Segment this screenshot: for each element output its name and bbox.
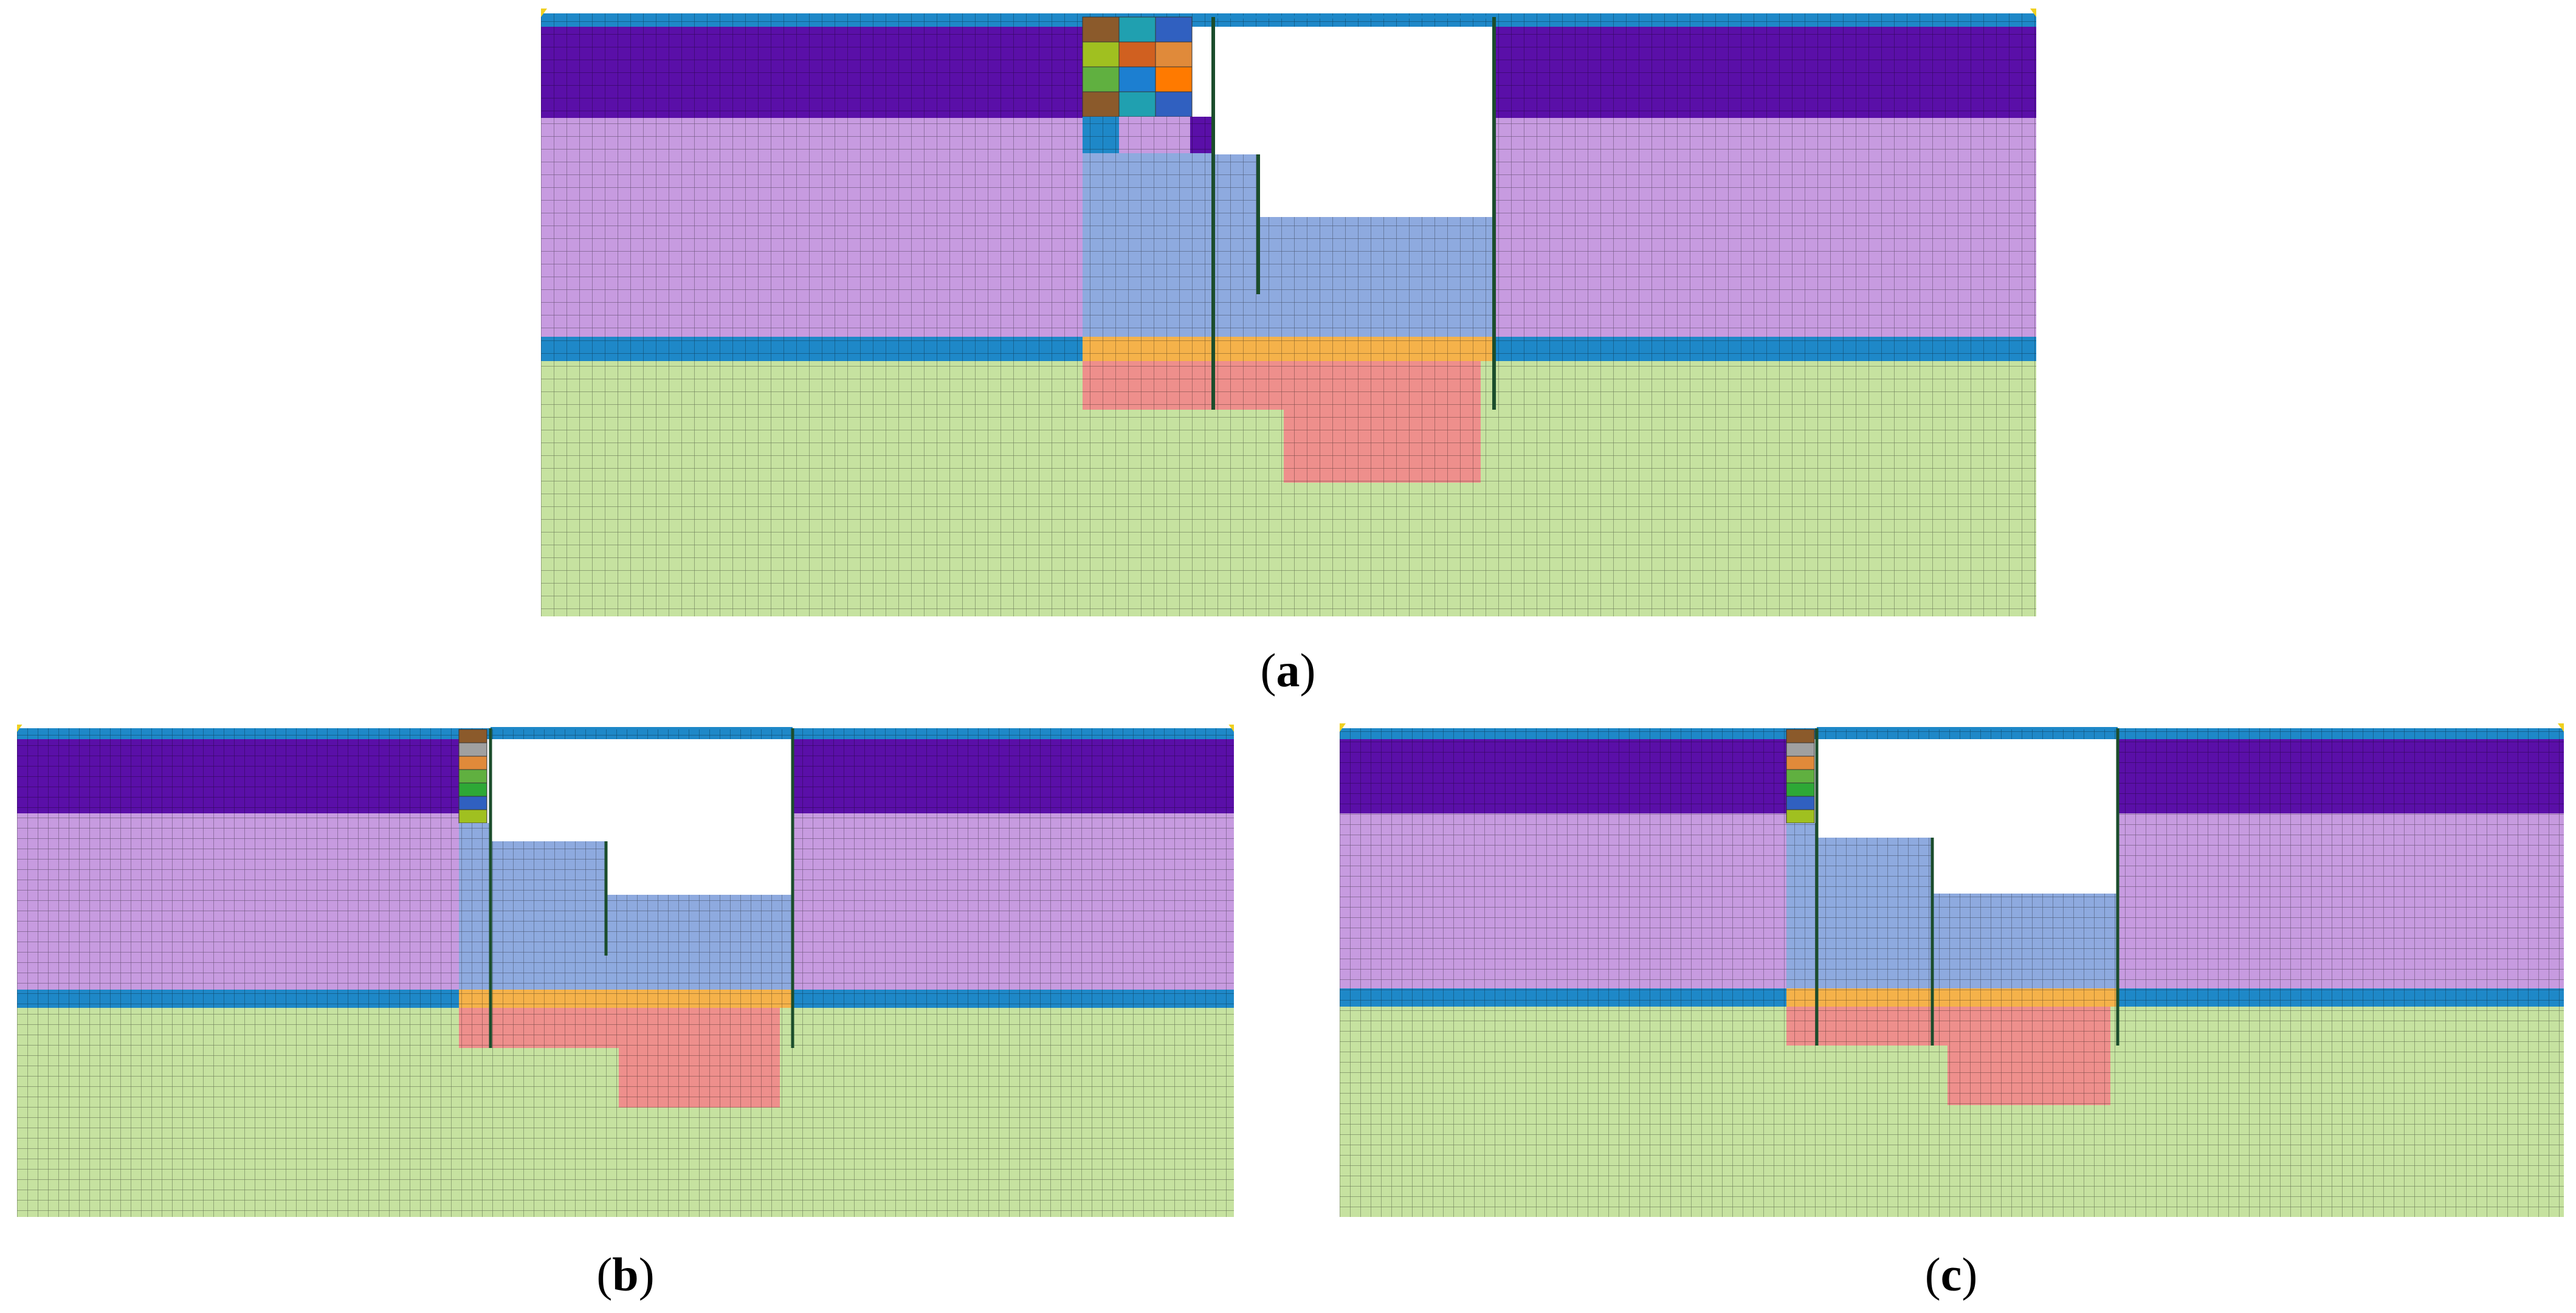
salmon-zone-left (1786, 1007, 1817, 1046)
mesh-diagram-a (541, 9, 2036, 616)
caption-b: (b) (596, 1248, 655, 1301)
cell-block (458, 809, 487, 824)
cell-block (458, 756, 487, 770)
layer-dark-purple-right (2118, 739, 2564, 813)
caption-a: (a) (1260, 644, 1316, 697)
cell-block (1155, 66, 1193, 92)
layer-green (1340, 1007, 2564, 1217)
cell-block (458, 769, 487, 784)
cell-block (1786, 769, 1815, 784)
caption-c: (c) (1924, 1248, 1978, 1301)
retaining-wall-left (1211, 17, 1215, 410)
berm-column (459, 823, 491, 990)
layer-dark-purple-right (793, 739, 1234, 813)
inner-wall (1256, 154, 1260, 294)
cell-block (1155, 41, 1193, 67)
retaining-wall-right (791, 728, 794, 1048)
cell-block (1118, 16, 1156, 43)
layer-top-strip (1340, 728, 2564, 739)
panel-b (17, 725, 1234, 1217)
cell-block (1155, 91, 1193, 117)
cell-block (1118, 91, 1156, 117)
salmon-zone-main (1213, 361, 1481, 483)
layer-sand-right (2118, 988, 2564, 1007)
cell-block (1786, 809, 1815, 824)
mesh-diagram-c (1340, 723, 2564, 1217)
cell-block (1118, 41, 1156, 67)
inner-wall (604, 841, 608, 956)
support-marker (1228, 725, 1234, 732)
berm-step (1213, 154, 1257, 337)
layer-light-purple-left (541, 118, 1083, 337)
cell-block (1082, 41, 1120, 67)
layer-sand-left (541, 337, 1083, 361)
cell-block (458, 742, 487, 757)
improved-layer-orange (459, 990, 793, 1008)
layer-light-purple-right (1494, 118, 2036, 337)
panel-c (1340, 721, 2564, 1217)
cell-block (1786, 796, 1815, 810)
layer-dark-purple-left (17, 739, 459, 813)
cell-block (1786, 742, 1815, 757)
cell-block (1082, 16, 1120, 43)
mesh-diagram-b (17, 725, 1234, 1217)
layer-light-purple-right (2118, 813, 2564, 988)
layer-sand-right (1494, 337, 2036, 361)
layer-top-strip (17, 728, 1234, 739)
excavation-floor-soil (1932, 894, 2118, 988)
layer-dark-purple-right (1494, 27, 2036, 118)
cell-block (1786, 729, 1815, 743)
retaining-wall-left (1815, 728, 1819, 1046)
support-marker (17, 725, 22, 732)
cell-block (458, 796, 487, 810)
layer-sand-right (793, 990, 1234, 1008)
retaining-wall-right (2116, 728, 2120, 1046)
support-marker (541, 9, 547, 17)
berm-step (491, 841, 606, 990)
layer-dark-purple-left (1340, 739, 1786, 813)
excavation-floor-soil (606, 895, 793, 990)
salmon-zone-between (1817, 1007, 1932, 1046)
cell-block (1155, 16, 1193, 43)
cell-block (1786, 782, 1815, 797)
salmon-zone-left (1083, 361, 1213, 410)
panel-a (541, 9, 2036, 616)
cell-block (1118, 66, 1156, 92)
support-marker (1340, 723, 1346, 732)
retaining-wall-left (489, 728, 492, 1048)
cell-block (1082, 91, 1120, 117)
improved-layer-orange (1786, 988, 2118, 1007)
layer-light-purple-left (17, 813, 459, 990)
support-marker (2558, 723, 2564, 732)
berm-between-walls (1817, 838, 1932, 988)
cell-block (1082, 66, 1120, 92)
inner-wall (1930, 838, 1934, 1046)
salmon-zone-main (1932, 1007, 2110, 1105)
retaining-wall-right (1492, 17, 1496, 410)
cell-grid (1082, 16, 1193, 117)
layer-light-purple-left (1340, 813, 1786, 988)
cell-bottom (1083, 117, 1119, 153)
cell-column (1786, 729, 1815, 824)
layer-dark-purple-left (541, 27, 1083, 118)
cell-block (458, 782, 487, 797)
support-marker (2030, 9, 2036, 17)
layer-top-strip (541, 13, 2036, 27)
berm-column (1786, 823, 1817, 988)
cell-column (458, 729, 487, 824)
layer-light-purple-right (793, 813, 1234, 990)
layer-green (541, 361, 2036, 616)
layer-sand-left (17, 990, 459, 1008)
layer-green (17, 1008, 1234, 1217)
improved-layer-orange (1083, 337, 1494, 361)
cell-block (458, 729, 487, 743)
salmon-zone-main (491, 1008, 780, 1108)
layer-sand-left (1340, 988, 1786, 1007)
cell-block (1786, 756, 1815, 770)
salmon-zone-left (459, 1008, 491, 1048)
excavation-floor-soil (1257, 217, 1494, 337)
berm-column (1083, 118, 1213, 337)
cell-bottom-dark (1190, 117, 1213, 153)
